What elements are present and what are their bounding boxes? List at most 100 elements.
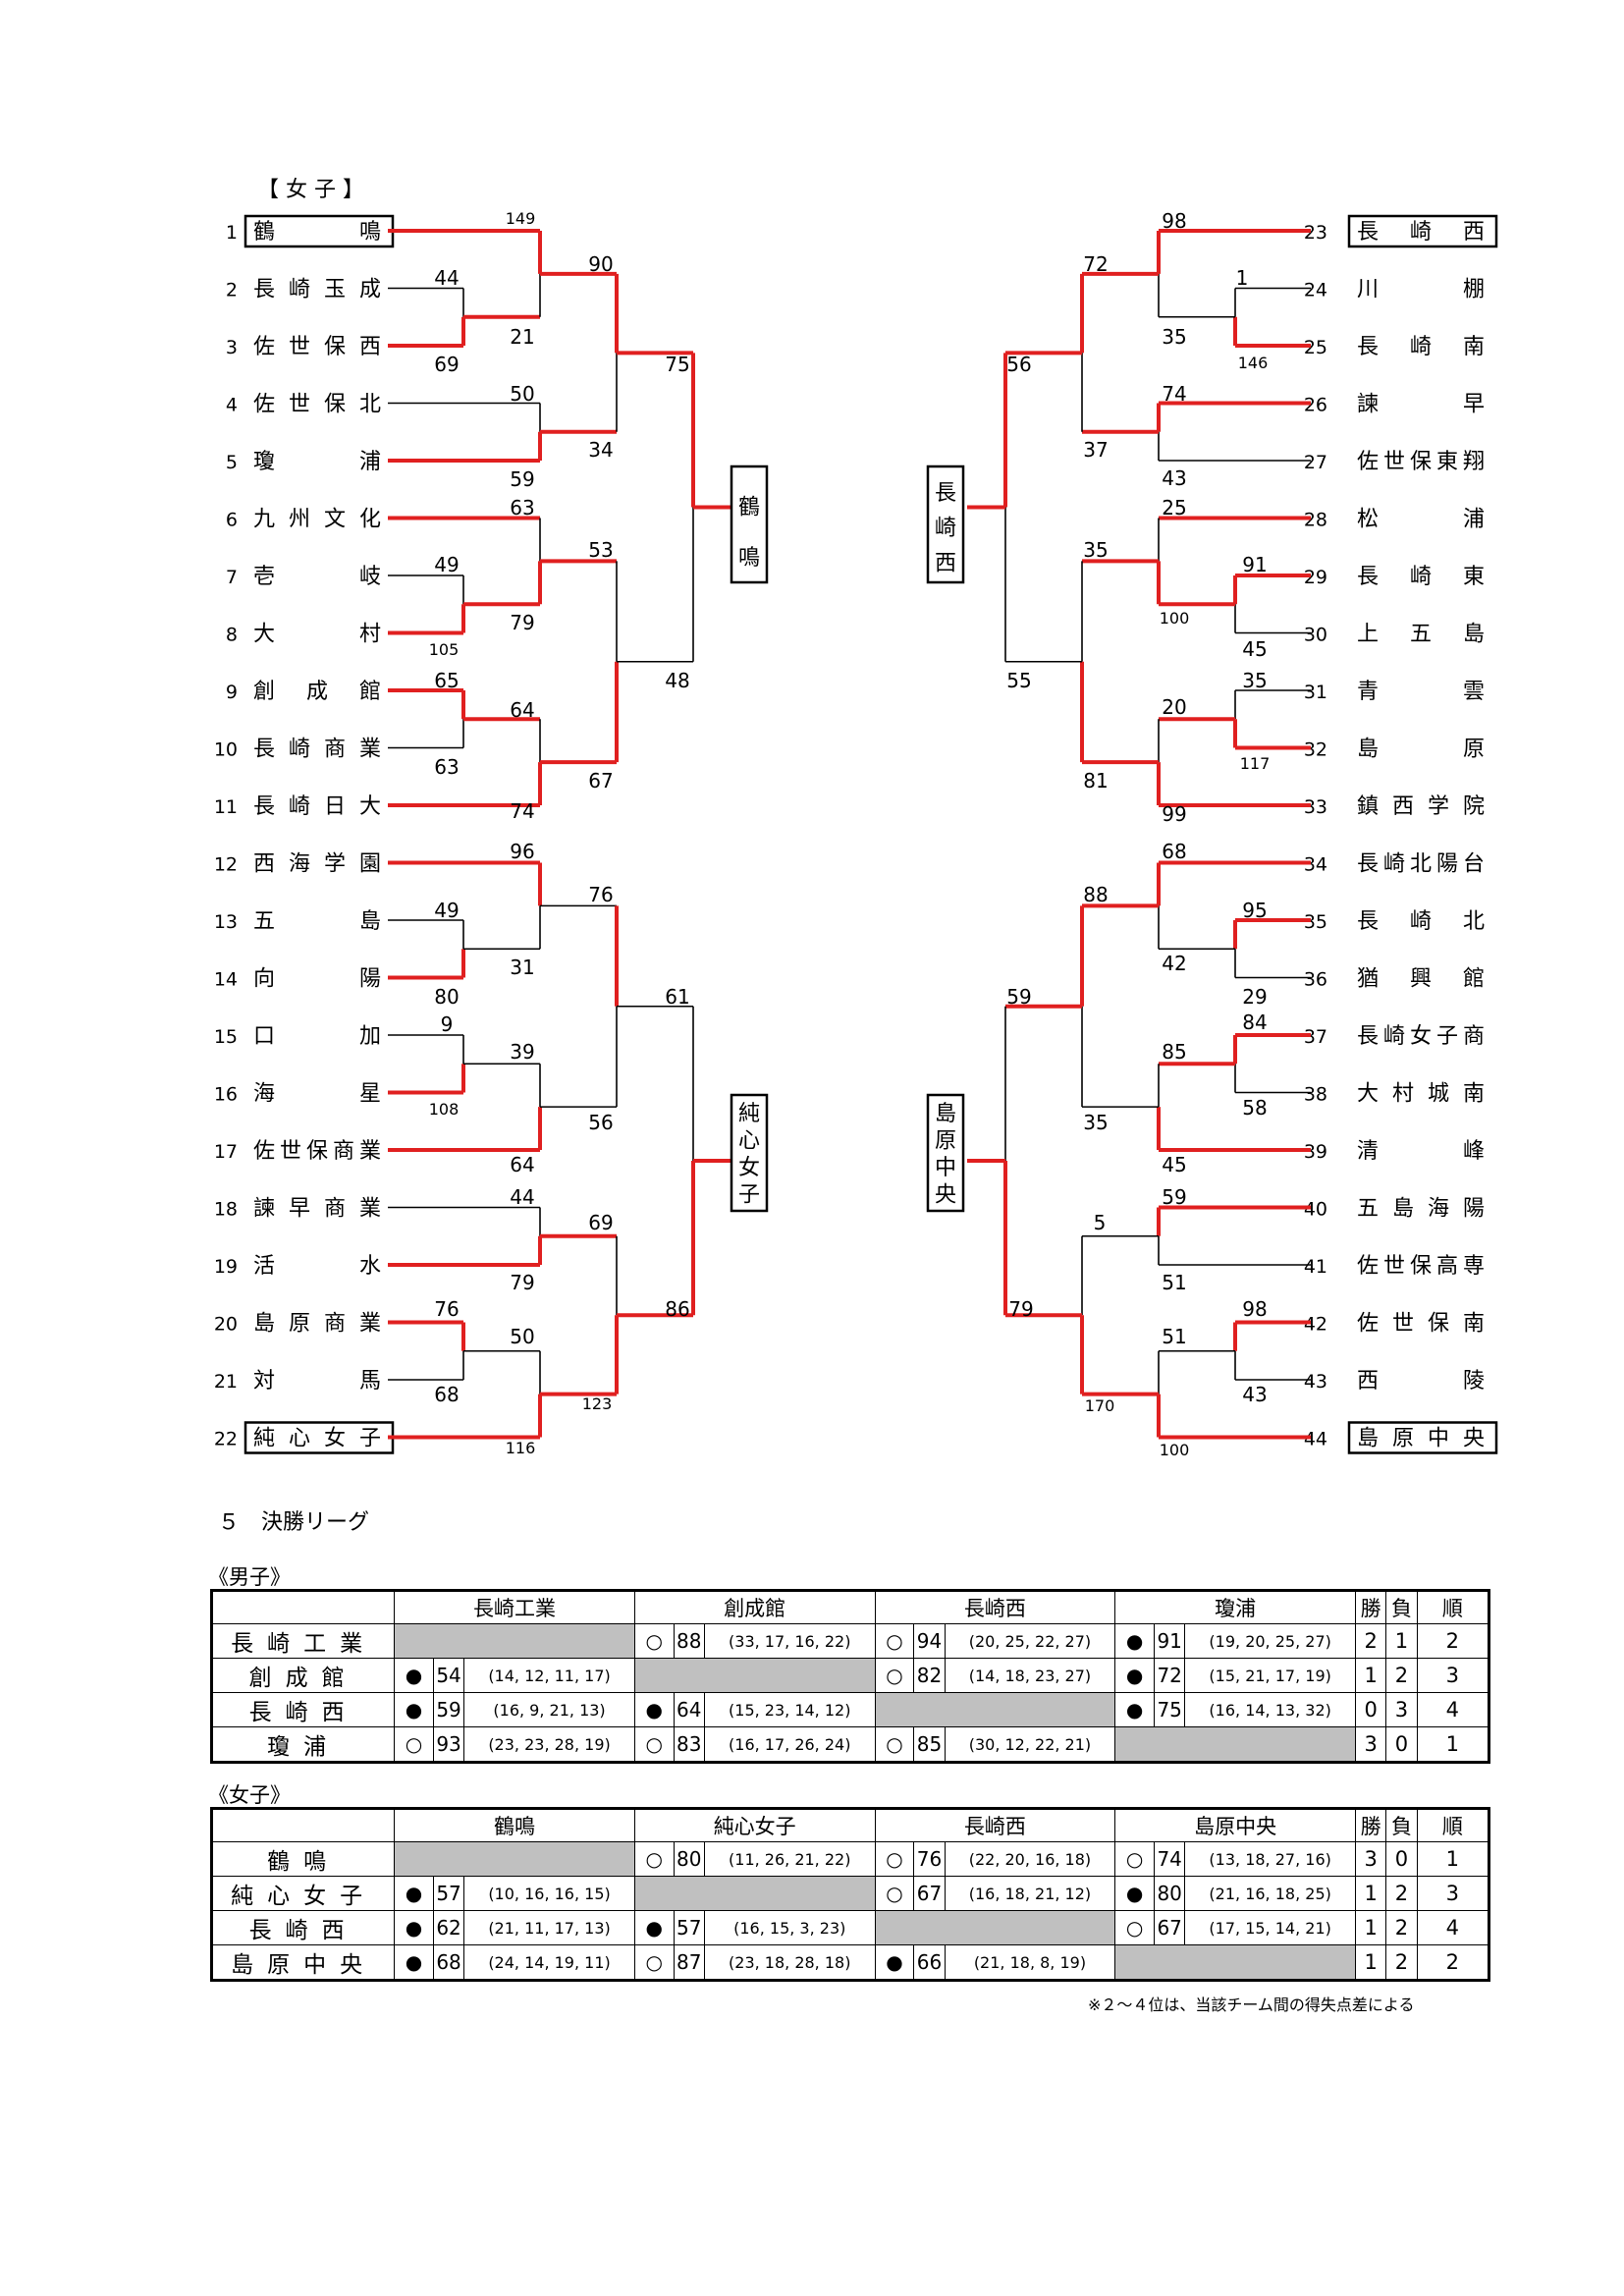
block-winner-name: 原 [935,1129,956,1154]
team-name: 崎 [1410,565,1432,589]
loss-mark-icon: ● [1114,1658,1155,1693]
team-name: 陵 [1463,1369,1485,1394]
score-label: 76 [588,883,613,906]
set-scores-cell: (23, 18, 28, 18) [703,1944,876,1981]
team-name: 島 [1463,623,1485,647]
block-winner-name: 西 [935,551,956,575]
score-label: 86 [665,1297,689,1321]
loss-mark-icon: ● [394,1910,434,1945]
total-score-cell: 76 [913,1841,946,1877]
team-name: 浦 [1463,508,1485,532]
column-header: 勝 [1354,1590,1387,1624]
team-name: 商 [1463,1024,1485,1049]
team-name: 対 [253,1369,275,1394]
score-label: 35 [1083,538,1108,562]
team-number: 42 [1304,1314,1327,1336]
final-league-title: ５ 決勝リーグ [218,1510,370,1535]
set-scores-cell: (16, 17, 26, 24) [703,1726,876,1763]
set-scores-cell: (21, 11, 17, 13) [463,1910,635,1945]
score-label: 170 [1085,1396,1115,1415]
set-scores-cell: (33, 17, 16, 22) [703,1623,876,1659]
team-name: 雲 [1463,680,1485,704]
team-name: 北 [359,393,381,417]
team-number: 8 [226,625,238,646]
table-row: 長崎西●62(21, 11, 17, 13)●57(16, 15, 3, 23)… [210,1910,1490,1945]
team-name: 文 [324,508,346,532]
team-name: 子 [1436,1024,1458,1049]
set-scores-cell: (10, 16, 16, 15) [463,1876,635,1911]
rank-cell: 2 [1416,1623,1490,1659]
score-label: 50 [510,1325,534,1348]
team-name: 村 [359,623,381,647]
score-label: 48 [665,669,689,692]
score-label: 116 [506,1439,536,1457]
team-name: 松 [1357,508,1379,532]
block-winner-name: 長 [935,481,956,506]
team-name: 中 [1428,1427,1449,1451]
score-label: 61 [665,985,689,1009]
total-score-cell: 80 [1153,1876,1186,1911]
total-score-cell: 91 [1153,1623,1186,1659]
total-score-cell: 57 [432,1876,465,1911]
team-name: 上 [1357,623,1379,647]
losses-cell: 0 [1385,1726,1418,1763]
score-label: 84 [1242,1011,1267,1034]
score-label: 105 [429,640,460,659]
team-number: 30 [1304,625,1327,646]
team-number: 38 [1304,1084,1327,1106]
team-name: 海 [1428,1197,1449,1222]
team-name: 向 [253,967,275,992]
team-name: 西 [253,852,275,877]
score-label: 65 [434,669,459,692]
team-name: 五 [1357,1197,1379,1222]
total-score-cell: 66 [913,1944,946,1981]
team-name: 館 [1463,967,1485,992]
team-name: 棚 [1463,278,1485,302]
win-mark-icon: ○ [874,1726,915,1763]
score-label: 64 [510,1153,534,1176]
team-name: 原 [1463,738,1485,762]
team-name: 南 [1463,1082,1485,1107]
team-name: 業 [359,1312,381,1337]
self-match-cell [874,1910,1116,1945]
loss-mark-icon: ● [1114,1623,1155,1659]
loss-mark-icon: ● [633,1692,675,1727]
set-scores-cell: (21, 18, 8, 19) [944,1944,1116,1981]
team-name: 保 [324,393,346,417]
column-header: 順 [1416,1590,1490,1624]
team-number: 25 [1304,337,1327,358]
winner-team-box [1347,214,1498,248]
team-name: 九 [253,508,275,532]
total-score-cell: 82 [913,1658,946,1693]
women-label: 《女子》 [208,1783,291,1807]
block-winner-name: 中 [935,1156,956,1180]
team-name-cell: 長崎西 [210,1692,396,1727]
team-name: 諫 [253,1197,275,1222]
team-name: 島 [359,909,381,934]
team-name: 長 [1357,1024,1379,1049]
score-label: 80 [434,985,459,1009]
team-name: 諫 [1357,393,1379,417]
score-label: 44 [510,1185,534,1209]
total-score-cell: 74 [1153,1841,1186,1877]
score-label: 91 [1242,553,1267,576]
set-scores-cell: (14, 12, 11, 17) [463,1658,635,1693]
wins-cell: 0 [1354,1692,1387,1727]
score-label: 56 [1006,353,1031,376]
team-number: 22 [214,1429,238,1450]
team-name: 猶 [1357,967,1379,992]
team-name: 星 [359,1082,381,1107]
score-label: 35 [1083,1111,1108,1134]
team-name: 商 [324,1312,346,1337]
block-winner-box [730,1093,769,1213]
win-mark-icon: ○ [874,1658,915,1693]
total-score-cell: 67 [1153,1910,1186,1945]
team-name: 青 [1357,680,1379,704]
team-name: 崎 [1410,335,1432,359]
score-label: 55 [1006,669,1031,692]
men-label: 《男子》 [208,1565,291,1589]
score-label: 98 [1242,1297,1267,1321]
score-label: 67 [588,769,613,793]
team-name: 島 [1357,738,1379,762]
team-name: 長 [1357,220,1379,245]
